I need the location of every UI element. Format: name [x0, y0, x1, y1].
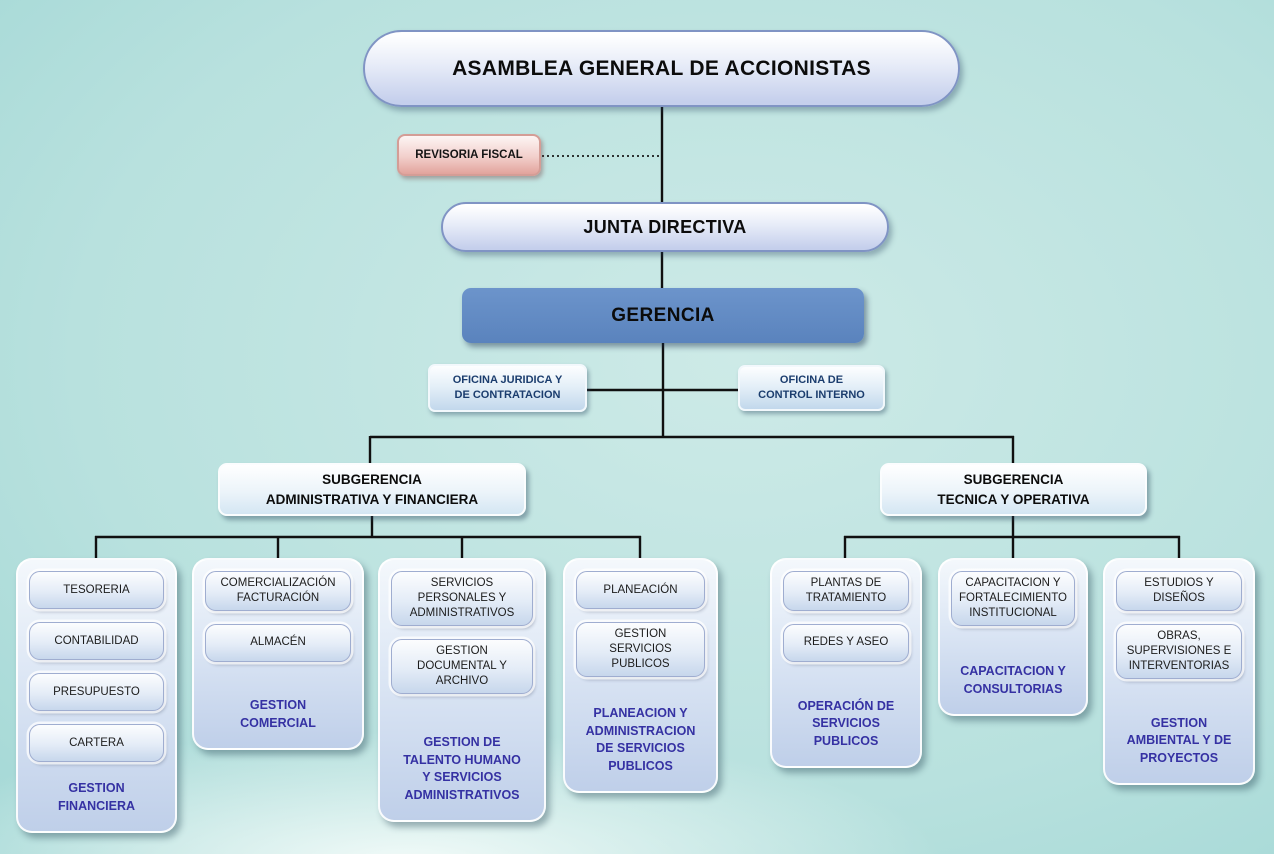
node-asamblea-general: ASAMBLEA GENERAL DE ACCIONISTAS [363, 30, 960, 107]
group-gestion-financiera: TESORERIA CONTABILIDAD PRESUPUESTO CARTE… [16, 558, 177, 833]
node-oficina-juridica: OFICINA JURIDICA Y DE CONTRATACION [428, 364, 587, 412]
label-planeacion-administracion: PLANEACION Y ADMINISTRACION DE SERVICIOS… [585, 706, 696, 773]
label-capacitacion-consultorias: CAPACITACION Y CONSULTORIAS [960, 664, 1066, 696]
group-capacitacion-consultorias: CAPACITACION Y FORTALECIMIENTO INSTITUCI… [938, 558, 1088, 716]
label-gestion-comercial: GESTION COMERCIAL [240, 698, 316, 730]
node-redes-aseo: REDES Y ASEO [783, 623, 909, 662]
node-comercializacion-facturacion: COMERCIALIZACIÓN FACTURACIÓN [205, 571, 351, 611]
node-plantas-tratamiento: PLANTAS DE TRATAMIENTO [783, 571, 909, 611]
node-subgerencia-administrativa: SUBGERENCIA ADMINISTRATIVA Y FINANCIERA [218, 463, 526, 516]
node-oficina-control-interno: OFICINA DE CONTROL INTERNO [738, 365, 885, 411]
node-tesoreria: TESORERIA [29, 571, 164, 609]
node-servicios-personales: SERVICIOS PERSONALES Y ADMINISTRATIVOS [391, 571, 533, 626]
node-subgerencia-tecnica: SUBGERENCIA TECNICA Y OPERATIVA [880, 463, 1147, 516]
node-obras-supervisiones: OBRAS, SUPERVISIONES E INTERVENTORIAS [1116, 623, 1242, 679]
node-junta-directiva: JUNTA DIRECTIVA [441, 202, 889, 252]
node-planeacion: PLANEACIÓN [576, 571, 705, 609]
label-talento-humano: GESTION DE TALENTO HUMANO Y SERVICIOS AD… [403, 735, 521, 802]
label-gestion-ambiental: GESTION AMBIENTAL Y DE PROYECTOS [1126, 715, 1232, 765]
node-contabilidad: CONTABILIDAD [29, 622, 164, 660]
node-cartera: CARTERA [29, 724, 164, 762]
node-gerencia: GERENCIA [462, 288, 864, 343]
label-gestion-financiera: GESTION FINANCIERA [57, 781, 136, 813]
node-gestion-servicios-publicos: GESTION SERVICIOS PUBLICOS [576, 622, 705, 677]
node-presupuesto: PRESUPUESTO [29, 673, 164, 711]
label-operacion-servicios: OPERACIÓN DE SERVICIOS PUBLICOS [797, 698, 895, 748]
group-operacion-servicios: PLANTAS DE TRATAMIENTO REDES Y ASEO OPER… [770, 558, 922, 768]
group-talento-humano: SERVICIOS PERSONALES Y ADMINISTRATIVOS G… [378, 558, 546, 822]
node-gestion-documental: GESTION DOCUMENTAL Y ARCHIVO [391, 638, 533, 694]
group-planeacion-administracion: PLANEACIÓN GESTION SERVICIOS PUBLICOS PL… [563, 558, 718, 793]
node-revisoria-fiscal: REVISORIA FISCAL [397, 134, 541, 176]
node-almacen: ALMACÉN [205, 623, 351, 662]
group-gestion-ambiental: ESTUDIOS Y DISEÑOS OBRAS, SUPERVISIONES … [1103, 558, 1255, 785]
group-gestion-comercial: COMERCIALIZACIÓN FACTURACIÓN ALMACÉN GES… [192, 558, 364, 750]
node-capacitacion-fortalecimiento: CAPACITACION Y FORTALECIMIENTO INSTITUCI… [951, 571, 1075, 626]
node-estudios-disenos: ESTUDIOS Y DISEÑOS [1116, 571, 1242, 611]
